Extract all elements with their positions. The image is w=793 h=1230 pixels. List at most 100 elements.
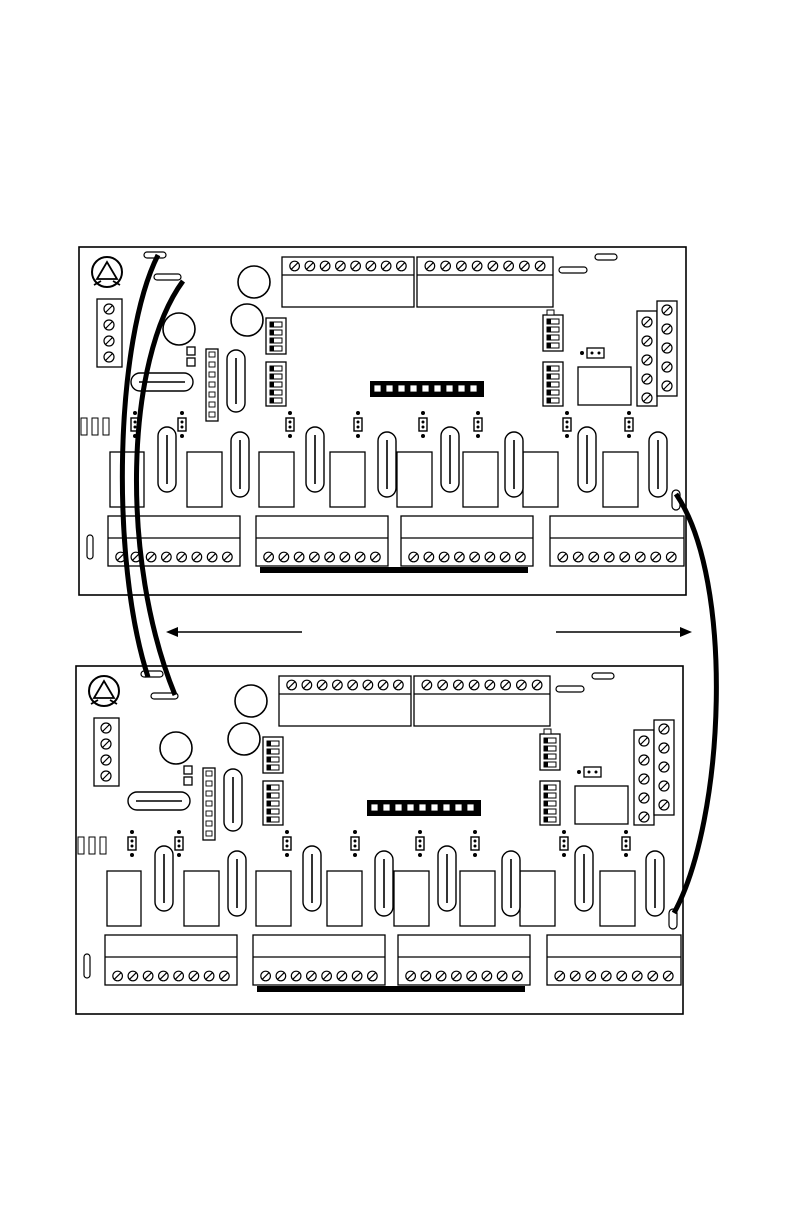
mount-slot [559,267,587,273]
terminal-screw [452,971,462,981]
board-bottom [76,666,683,1014]
dip-switch [543,315,563,351]
right-terminal-block-1 [637,311,657,406]
terminal-screw [348,680,358,690]
mount-slot [84,954,90,978]
fuse [441,427,459,492]
terminal-screw [639,774,649,784]
terminal-screw [368,971,378,981]
terminal-screw [305,261,315,271]
relay [460,871,495,926]
terminal-screw [143,971,153,981]
relay [394,871,429,926]
terminal-screw [192,552,202,562]
terminal-screw [104,336,114,346]
terminal-screw [352,971,362,981]
relay [184,871,219,926]
terminal-screw [104,304,114,314]
terminal-screw [333,680,343,690]
terminal-screw [662,305,672,315]
terminal-screw [220,971,230,981]
terminal-screw [663,971,673,981]
terminal-screw [287,680,297,690]
terminal-screw [659,800,669,810]
terminal-screw [355,552,365,562]
capacitor [160,732,192,764]
fuse [438,846,456,911]
terminal-screw [294,552,304,562]
mount-slot [592,673,614,679]
dip-switch [263,781,283,825]
right-terminal-block-1 [634,730,654,825]
relay [107,871,141,926]
terminal-screw [632,971,642,981]
terminal-screw [659,762,669,772]
terminal-screw [659,743,669,753]
fuse [155,846,173,911]
small-component [187,347,195,355]
terminal-screw [436,971,446,981]
terminal-screw [104,352,114,362]
terminal-screw [642,393,652,403]
terminal-screw [589,552,599,562]
terminal-screw [642,317,652,327]
fuse [502,851,520,916]
fuse [131,373,193,391]
terminal-screw [488,261,498,271]
relay [397,452,432,507]
terminal-screw [642,374,652,384]
terminal-screw [177,552,187,562]
terminal-screw [363,680,373,690]
capacitor [235,685,267,717]
fuse [228,851,246,916]
terminal-screw [421,971,431,981]
terminal-screw [586,971,596,981]
connector-bar [260,567,528,573]
top-terminal-block-2 [414,676,550,726]
relay [600,871,635,926]
terminal-screw [482,971,492,981]
led-bar [367,800,481,816]
terminal-screw [291,971,301,981]
terminal-screw [325,552,335,562]
small-component [184,766,192,774]
terminal-screw [662,343,672,353]
fuse [158,427,176,492]
terminal-screw [648,971,658,981]
bottom-terminal-block-4 [547,935,681,985]
bottom-terminal-block-4 [550,516,684,566]
indicator [544,729,551,734]
terminal-screw [635,552,645,562]
relay [578,367,631,405]
terminal-screw [320,261,330,271]
terminal-screw [290,261,300,271]
terminal-screw [601,971,611,981]
relay [575,786,628,824]
terminal-screw [371,552,381,562]
terminal-screw [639,736,649,746]
dip-switch [543,362,563,406]
terminal-screw [307,971,317,981]
terminal-screw [639,755,649,765]
terminal-screw [617,971,627,981]
terminal-screw [128,971,138,981]
terminal-screw [310,552,320,562]
terminal-screw [555,971,565,981]
terminal-screw [397,261,407,271]
top-terminal-block-1 [282,257,414,307]
fuse [224,769,242,831]
top-terminal-block-2 [417,257,553,307]
small-component [187,358,195,366]
terminal-screw [485,680,495,690]
terminal-screw [302,680,312,690]
terminal-screw [639,812,649,822]
terminal-screw [517,680,527,690]
relay [603,452,638,507]
right-terminal-block-2 [657,301,677,396]
terminal-screw [207,552,217,562]
terminal-screw [472,261,482,271]
terminal-screw [535,261,545,271]
bottom-terminal-block-1 [105,935,237,985]
terminal-screw [441,261,451,271]
arrow-right-icon [680,627,692,637]
